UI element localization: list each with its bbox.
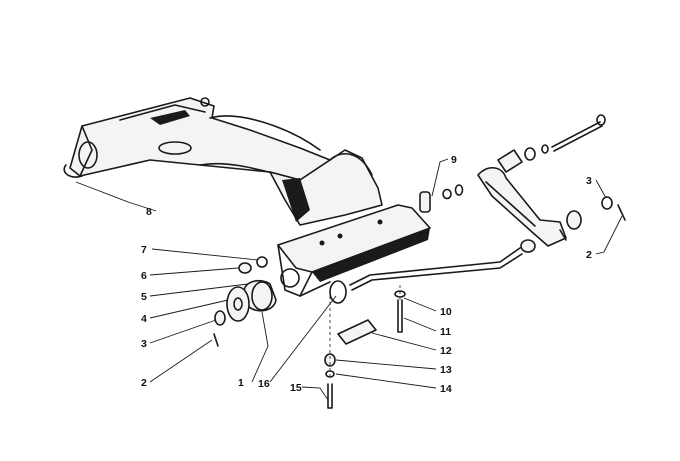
callout-13: 13 bbox=[440, 364, 452, 376]
callout-1: 1 bbox=[238, 377, 244, 389]
control-arm bbox=[477, 114, 626, 247]
fasteners bbox=[324, 184, 464, 409]
callout-12: 12 bbox=[440, 345, 452, 357]
callout-16: 16 bbox=[258, 378, 270, 390]
callout-2-left: 2 bbox=[141, 377, 147, 389]
callout-14: 14 bbox=[440, 383, 452, 395]
callout-10: 10 bbox=[440, 306, 452, 318]
callout-labels: 1 2 2 3 3 4 5 6 7 8 9 10 11 12 13 14 15 … bbox=[141, 154, 592, 395]
callout-3-left: 3 bbox=[141, 338, 147, 350]
callout-3-right: 3 bbox=[586, 175, 592, 187]
callout-2-right: 2 bbox=[586, 249, 592, 261]
callout-6: 6 bbox=[141, 270, 147, 282]
callout-5: 5 bbox=[141, 291, 147, 303]
callout-9: 9 bbox=[451, 154, 457, 166]
callout-4: 4 bbox=[141, 313, 147, 325]
subframe-crossmember bbox=[63, 97, 431, 297]
leader-lines bbox=[75, 158, 623, 401]
callout-11: 11 bbox=[440, 326, 451, 338]
callout-7: 7 bbox=[141, 244, 147, 256]
callout-8: 8 bbox=[146, 206, 152, 218]
callout-15: 15 bbox=[290, 382, 302, 394]
tension-strut bbox=[349, 239, 536, 291]
bushing-assembly bbox=[213, 256, 347, 347]
